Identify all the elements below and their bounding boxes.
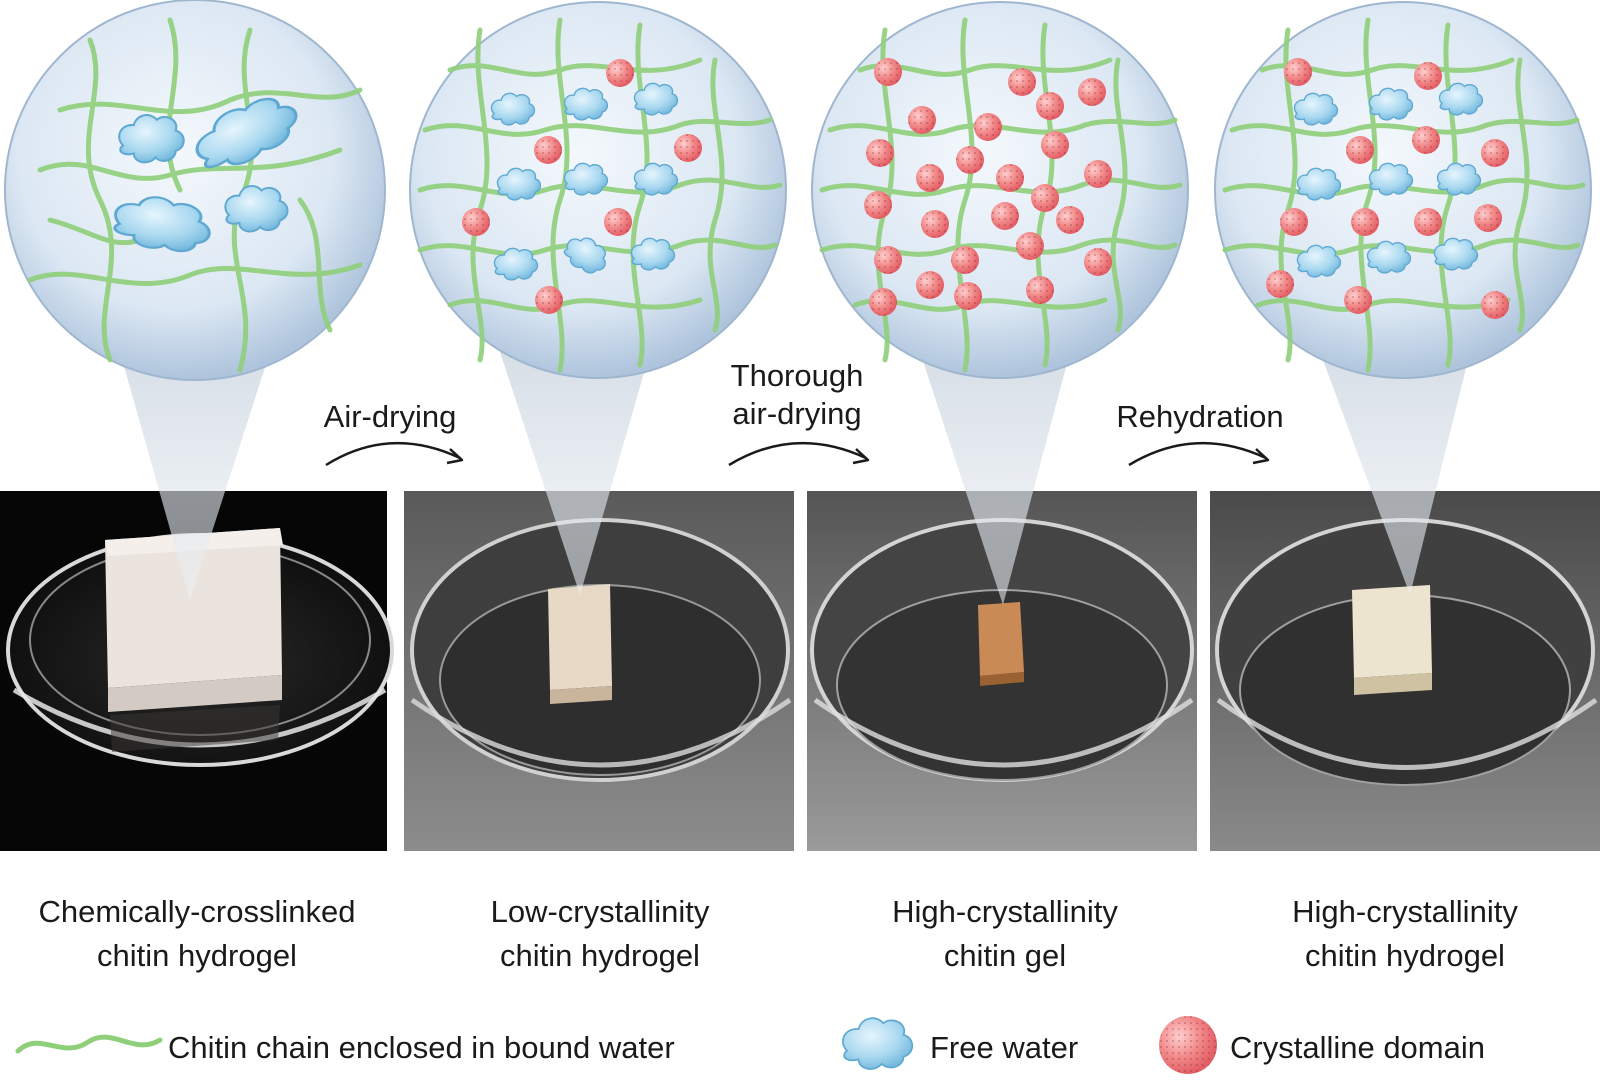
chitin-chain-legend-icon [15,1034,163,1054]
caption-line1: Low-crystallinity [490,894,710,929]
caption-line1: High-crystallinity [1292,894,1518,929]
legend-free-water-label: Free water [930,1030,1079,1065]
zoom-cone-3 [920,352,1070,605]
transition-label-air-drying: Air-drying [290,398,490,436]
arrow-air-drying [325,441,464,467]
bubble-2-crystalline [462,59,702,314]
transition-line1: Air-drying [323,399,457,434]
legend-crystalline-domain-label: Crystalline domain [1230,1030,1485,1065]
caption-high-crystallinity-hydrogel: High-crystallinity chitin hydrogel [1235,890,1575,978]
caption-line1: High-crystallinity [892,894,1118,929]
photo-low-crystallinity [404,491,794,851]
crystalline-domain-legend-icon [1159,1016,1217,1074]
photo-high-crystallinity-hydrogel [1210,491,1600,851]
caption-line2: chitin hydrogel [1305,938,1505,973]
zoom-cone-1 [120,352,270,600]
transition-label-thorough-air-drying: Thorough air-drying [697,357,897,433]
arrow-thorough-air-drying [728,441,870,467]
caption-line2: chitin gel [943,938,1067,973]
transition-line1: Rehydration [1116,399,1284,434]
bubble-4-free-water [1293,82,1484,278]
legend-chitin-chain-label: Chitin chain enclosed in bound water [168,1030,675,1065]
bubble-4-crystalline [1266,58,1509,319]
caption-chemically-crosslinked: Chemically-crosslinked chitin hydrogel [0,890,394,978]
caption-line2: chitin hydrogel [97,938,297,973]
zoom-cone-4 [1320,352,1470,595]
arrow-rehydration [1128,441,1270,467]
transition-line2: air-drying [732,396,862,431]
caption-high-crystallinity-gel: High-crystallinity chitin gel [835,890,1175,978]
caption-line2: chitin hydrogel [500,938,700,973]
free-water-legend-icon [842,1017,914,1070]
transition-label-rehydration: Rehydration [1090,398,1310,436]
caption-low-crystallinity: Low-crystallinity chitin hydrogel [430,890,770,978]
bubble-2-free-water [490,82,679,281]
bubble-3-crystalline [864,58,1112,316]
zoom-cone-2 [500,352,650,595]
caption-line1: Chemically-crosslinked [38,894,356,929]
transition-line1: Thorough [730,358,864,393]
